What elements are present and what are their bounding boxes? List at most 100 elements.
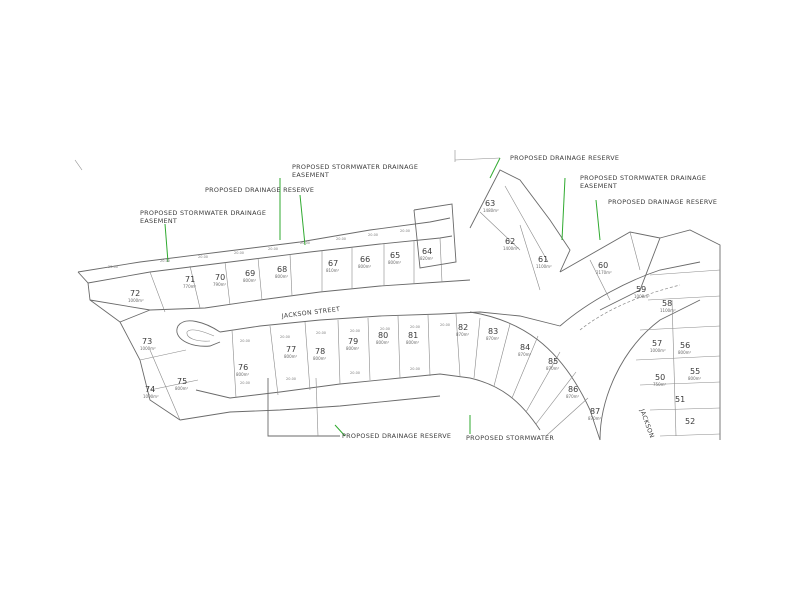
lot-boundaries <box>74 150 721 441</box>
lot-number: 50 <box>655 373 665 382</box>
svg-text:20.00: 20.00 <box>234 251 244 255</box>
lot-area: 870m² <box>566 394 580 399</box>
lot-area: 1000m² <box>634 294 650 299</box>
lot-area: 800m² <box>275 274 289 279</box>
lot-area: 870m² <box>456 332 470 337</box>
svg-text:20.00: 20.00 <box>198 255 208 259</box>
lot-area: 800m² <box>284 354 298 359</box>
svg-text:20.00: 20.00 <box>380 327 390 331</box>
svg-text:20.00: 20.00 <box>160 259 170 263</box>
note-easement-right: EASEMENT <box>580 182 617 190</box>
lot-number: 56 <box>680 341 690 350</box>
svg-text:20.00: 20.00 <box>440 323 450 327</box>
lot-area: 1100m² <box>536 264 552 269</box>
lot-area: 810m² <box>326 268 340 273</box>
svg-text:20.00: 20.00 <box>280 335 290 339</box>
svg-text:20.00: 20.00 <box>400 229 410 233</box>
lot-number: 82 <box>458 323 468 332</box>
svg-text:20.00: 20.00 <box>336 237 346 241</box>
note-stormwater-right: PROPOSED STORMWATER DRAINAGE <box>580 174 706 182</box>
note-drainage-reserve-right: PROPOSED DRAINAGE RESERVE <box>608 198 717 206</box>
lot-area: 800m² <box>346 346 360 351</box>
lot-labels: 721000m²71770m²70790m²69800m²68800m²6781… <box>128 199 702 426</box>
lot-area: 1400m² <box>503 246 519 251</box>
lot-number: 86 <box>568 385 578 394</box>
lot-number: 66 <box>360 255 370 264</box>
lot-area: 2170m² <box>596 270 612 275</box>
lot-area: 770m² <box>183 284 197 289</box>
lot-area: 870m² <box>546 366 560 371</box>
street-name-jackson-right: JACKSON <box>638 407 655 439</box>
lot-area: 1000m² <box>140 346 156 351</box>
lot-area: 1000m² <box>650 348 666 353</box>
svg-text:20.00: 20.00 <box>410 325 420 329</box>
lot-number: 55 <box>690 367 700 376</box>
note-drainage-reserve-bottom: PROPOSED DRAINAGE RESERVE <box>342 432 451 440</box>
lot-number: 72 <box>130 289 140 298</box>
lot-area: 750m² <box>653 382 667 387</box>
lot-area: 800m² <box>678 350 692 355</box>
lot-number: 58 <box>662 299 672 308</box>
lot-number: 65 <box>390 251 400 260</box>
lot-number: 87 <box>590 407 600 416</box>
svg-text:20.00: 20.00 <box>286 377 296 381</box>
lot-number: 57 <box>652 339 662 348</box>
lot-area: 800m² <box>243 278 257 283</box>
note-drainage-reserve-topright: PROPOSED DRAINAGE RESERVE <box>510 154 619 162</box>
lot-number: 77 <box>286 345 296 354</box>
lot-area: 1000m² <box>128 298 144 303</box>
note-easement-top: EASEMENT <box>292 171 329 179</box>
note-stormwater-bottom: PROPOSED STORMWATER <box>466 434 554 442</box>
lot-number: 70 <box>215 273 225 282</box>
lot-area: 1000m² <box>143 394 159 399</box>
plan-notes: PROPOSED STORMWATER DRAINAGE EASEMENT PR… <box>140 154 717 442</box>
lot-number: 63 <box>485 199 495 208</box>
lot-area: 870m² <box>588 416 602 421</box>
svg-text:20.00: 20.00 <box>240 381 250 385</box>
svg-text:20.00: 20.00 <box>300 241 310 245</box>
lot-number: 61 <box>538 255 548 264</box>
lot-number: 74 <box>145 385 155 394</box>
lot-area: 870m² <box>518 352 532 357</box>
note-leaders <box>164 157 601 437</box>
note-stormwater-top: PROPOSED STORMWATER DRAINAGE <box>292 163 418 171</box>
lot-number: 85 <box>548 357 558 366</box>
note-stormwater-left: PROPOSED STORMWATER DRAINAGE <box>140 209 266 217</box>
svg-text:20.00: 20.00 <box>350 371 360 375</box>
lot-number: 59 <box>636 285 646 294</box>
lot-number: 68 <box>277 265 287 274</box>
lot-number: 64 <box>422 247 432 256</box>
lot-number: 84 <box>520 343 530 352</box>
lot-number: 75 <box>177 377 187 386</box>
lot-number: 80 <box>378 331 388 340</box>
lot-number: 83 <box>488 327 498 336</box>
lot-number: 76 <box>238 363 248 372</box>
svg-text:20.00: 20.00 <box>368 233 378 237</box>
street-name-jackson: JACKSON STREET <box>280 306 340 320</box>
lot-area: 800m² <box>175 386 189 391</box>
lot-area: 800m² <box>358 264 372 269</box>
lot-area: 800m² <box>236 372 250 377</box>
note-easement-left: EASEMENT <box>140 217 177 225</box>
lot-number: 51 <box>675 395 685 404</box>
lot-number: 73 <box>142 337 152 346</box>
lot-number: 78 <box>315 347 325 356</box>
lot-area: 800m² <box>688 376 702 381</box>
lot-area: 870m² <box>486 336 500 341</box>
note-drainage-reserve-top: PROPOSED DRAINAGE RESERVE <box>205 186 314 194</box>
svg-text:25.00: 25.00 <box>108 265 118 269</box>
svg-text:20.00: 20.00 <box>240 339 250 343</box>
svg-text:20.00: 20.00 <box>268 247 278 251</box>
lot-number: 79 <box>348 337 358 346</box>
lot-area: 1480m² <box>483 208 499 213</box>
lot-area: 800m² <box>406 340 420 345</box>
lot-area: 1100m² <box>660 308 676 313</box>
lot-number: 62 <box>505 237 515 246</box>
dimension-annotations: 25.00 20.00 20.00 20.00 20.00 20.00 20.0… <box>108 229 450 385</box>
lot-area: 820m² <box>420 256 434 261</box>
lot-number: 71 <box>185 275 195 284</box>
lot-number: 67 <box>328 259 338 268</box>
svg-text:20.00: 20.00 <box>316 331 326 335</box>
lot-area: 800m² <box>313 356 327 361</box>
